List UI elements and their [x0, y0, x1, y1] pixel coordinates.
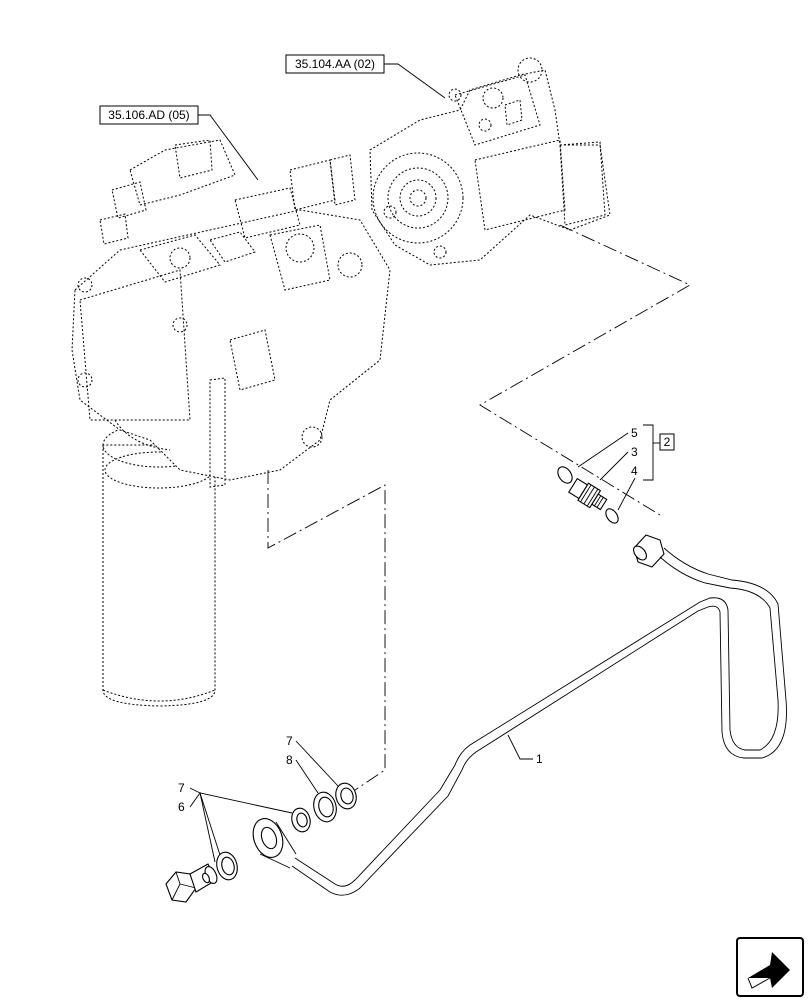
hydraulic-pipe-1[interactable]: [248, 534, 787, 896]
reference-label-top[interactable]: 35.104.AA (02): [285, 54, 385, 74]
leader-5: [577, 432, 629, 468]
kit-bracket: [643, 424, 660, 481]
next-page-arrow-icon[interactable]: [736, 937, 804, 997]
leader-7-upper: [295, 740, 339, 787]
banjo-bolt[interactable]: [165, 863, 219, 903]
leader-4: [617, 477, 636, 511]
leader-3: [599, 451, 629, 481]
leader-8: [295, 759, 319, 794]
callout-6[interactable]: 6: [178, 800, 185, 814]
adapter-fitting-3[interactable]: [568, 477, 609, 513]
callout-7-upper[interactable]: 7: [286, 734, 293, 748]
svg-text:35.104.AA (02): 35.104.AA (02): [295, 57, 375, 71]
leader-ref-left: [198, 114, 259, 181]
centerline-upper: [479, 224, 691, 516]
leader-ref-top: [384, 63, 446, 99]
callout-1[interactable]: 1: [536, 752, 543, 766]
washer-8[interactable]: [310, 790, 339, 825]
svg-text:2: 2: [664, 435, 671, 449]
centerline-lower: [267, 470, 386, 791]
leader-6: [189, 792, 221, 856]
svg-text:35.106.AD (05): 35.106.AD (05): [108, 108, 189, 122]
hydraulic-pump-ghost: [71, 139, 391, 488]
valve-block-ghost: [369, 57, 611, 266]
sealing-washer-7-lower[interactable]: [289, 806, 313, 834]
o-ring-4[interactable]: [603, 507, 620, 526]
callout-7-lower[interactable]: 7: [178, 781, 185, 795]
callout-5[interactable]: 5: [631, 426, 638, 440]
callout-8[interactable]: 8: [286, 753, 293, 767]
callout-3[interactable]: 3: [631, 445, 638, 459]
kit-item-2-box[interactable]: 2: [659, 433, 675, 451]
washer-6[interactable]: [214, 850, 241, 882]
callout-4[interactable]: 4: [631, 464, 638, 478]
o-ring-5[interactable]: [555, 464, 575, 486]
reference-label-left[interactable]: 35.106.AD (05): [99, 105, 199, 125]
leader-7-lower-b: [199, 792, 216, 863]
sealing-washer-7-upper[interactable]: [333, 781, 359, 811]
leader-1: [507, 734, 533, 760]
